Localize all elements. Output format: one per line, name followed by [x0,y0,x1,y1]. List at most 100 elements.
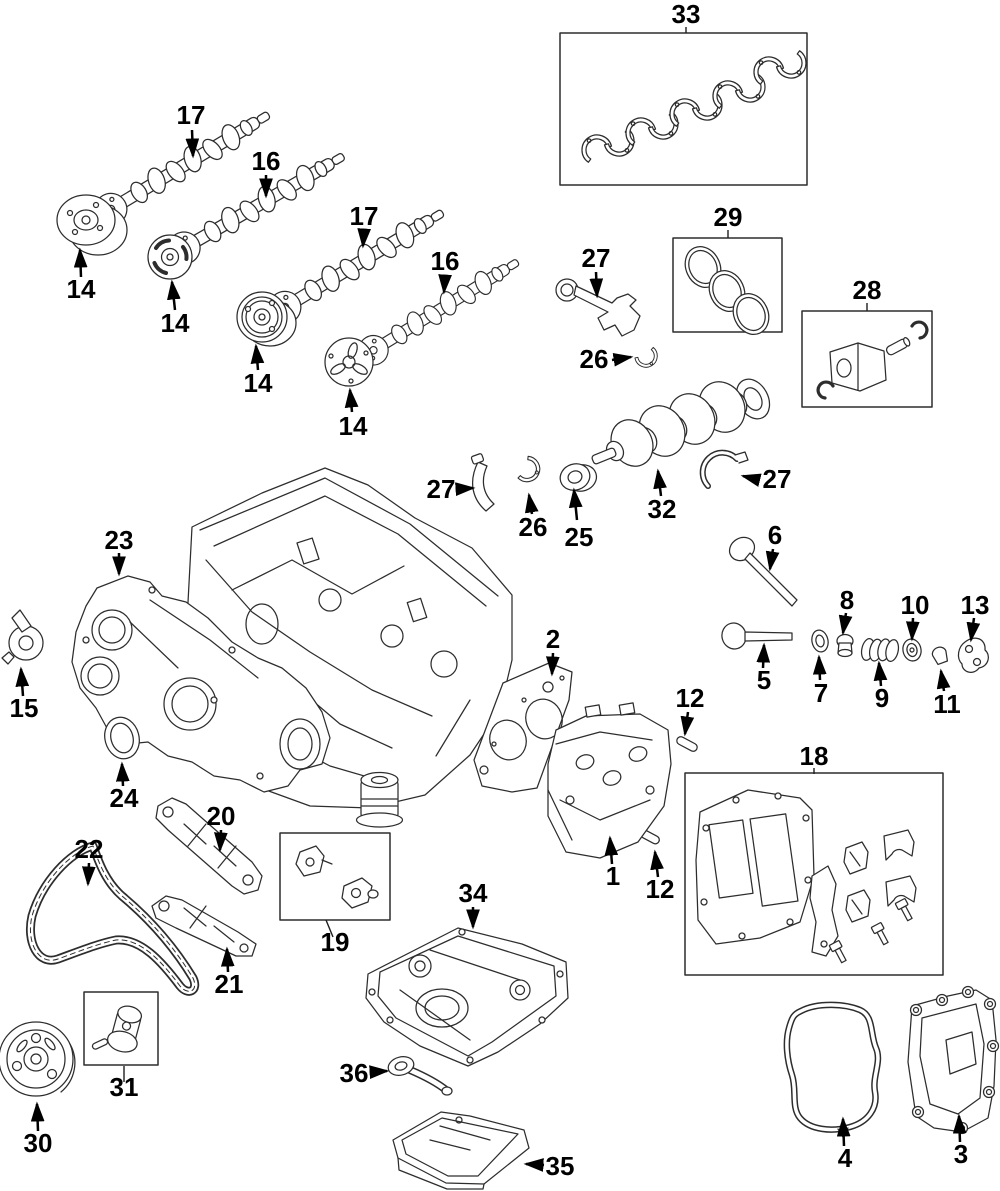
callout-25: 25 [565,487,594,552]
tensioner-arm [151,895,257,957]
part-number[interactable]: 14 [67,274,96,304]
part-number[interactable]: 22 [75,834,104,864]
part-number[interactable]: 9 [875,683,889,713]
callout-19: 19 [321,919,350,957]
part-number[interactable]: 16 [431,246,460,276]
part-number[interactable]: 32 [648,494,677,524]
chain-tensioner [91,1005,143,1053]
part-number[interactable]: 3 [954,1139,968,1169]
part-number[interactable]: 2 [546,624,560,654]
part-number[interactable]: 4 [838,1143,853,1173]
cam-sprocket-a [56,194,128,256]
part-number[interactable]: 17 [177,100,206,130]
head-gasket [473,662,573,793]
callout-34: 34 [459,878,488,930]
part-number[interactable]: 5 [757,665,771,695]
lash-block-b [845,889,871,923]
rod-bearing-lower [517,455,545,487]
callout-21: 21 [215,946,244,999]
leader-arrow [765,548,780,572]
callout-10: 10 [901,590,930,642]
callout-14-a: 14 [67,247,96,304]
valve-cover [907,985,1000,1135]
part-number[interactable]: 12 [676,683,705,713]
leader-arrow [250,343,265,371]
cam-cap-a [883,829,915,861]
leader-arrow [185,129,200,159]
part-number[interactable]: 14 [161,308,190,338]
leader-arrow [438,274,452,295]
part-number[interactable]: 24 [110,783,139,813]
part-number[interactable]: 35 [546,1151,575,1181]
leader-arrow [650,849,664,878]
part-number[interactable]: 19 [321,927,350,957]
part-number[interactable]: 16 [252,146,281,176]
callout-26-upper: 26 [580,344,634,374]
leader-arrow [952,1113,967,1143]
part-number[interactable]: 17 [350,201,379,231]
rocker-piece-a [295,845,333,877]
callout-33: 33 [672,0,701,33]
part-number[interactable]: 20 [207,801,236,831]
part-number[interactable]: 23 [105,525,134,555]
callout-23: 23 [105,525,134,577]
leader-arrow [680,711,695,737]
callout-28: 28 [853,275,882,311]
part-number[interactable]: 12 [646,874,675,904]
leader-arrow [115,761,130,787]
part-number[interactable]: 28 [853,275,882,305]
part-number[interactable]: 27 [582,243,611,273]
part-number[interactable]: 10 [901,590,930,620]
part-number[interactable]: 30 [24,1128,53,1158]
rocker-piece-b [341,877,379,909]
part-number[interactable]: 6 [768,520,782,550]
timing-chain [26,841,200,996]
callout-11: 11 [933,668,961,719]
piston-ring-set [678,240,776,341]
callout-12-lower: 12 [646,849,675,904]
oil-pump [1,609,44,665]
part-number[interactable]: 34 [459,878,488,908]
part-number[interactable]: 36 [340,1058,369,1088]
part-number[interactable]: 26 [519,512,548,542]
part-number[interactable]: 18 [800,741,829,771]
callout-36: 36 [340,1058,390,1088]
part-number[interactable]: 26 [580,344,609,374]
leader-arrow [545,652,560,677]
leader-arrow [589,271,604,299]
part-number[interactable]: 14 [244,368,273,398]
part-number[interactable]: 27 [763,464,792,494]
callout-30: 30 [24,1101,53,1158]
callout-27-rod: 27 [582,243,611,299]
part-number[interactable]: 13 [961,590,990,620]
spring-seat [811,629,829,653]
callout-6: 6 [765,520,782,572]
callout-13: 13 [961,590,990,643]
callout-3: 3 [952,1113,968,1169]
valve-keeper [931,646,949,666]
part-number[interactable]: 27 [427,474,456,504]
dowel-pin-upper [676,736,698,752]
cam-sprocket-c [236,291,297,347]
intake-valve [721,622,793,650]
callout-16-rear: 16 [431,246,460,295]
part-number[interactable]: 7 [814,678,828,708]
part-number[interactable]: 33 [672,0,701,29]
part-number[interactable]: 8 [840,585,854,615]
leader-arrow [81,862,96,887]
leader-arrow [740,473,762,487]
part-number[interactable]: 21 [215,969,244,999]
leader-arrow [214,829,228,853]
callout-14-d: 14 [339,387,368,441]
part-number[interactable]: 31 [110,1072,139,1102]
part-number[interactable]: 25 [565,522,594,552]
valve-stem-seal [836,633,854,658]
leader-arrow [523,1158,545,1172]
part-number[interactable]: 15 [10,693,39,723]
group-box-19 [279,832,391,921]
part-number[interactable]: 29 [714,202,743,232]
part-number[interactable]: 11 [933,689,961,719]
carrier-bolts [828,898,913,964]
part-number[interactable]: 1 [606,861,620,891]
part-number[interactable]: 14 [339,411,368,441]
